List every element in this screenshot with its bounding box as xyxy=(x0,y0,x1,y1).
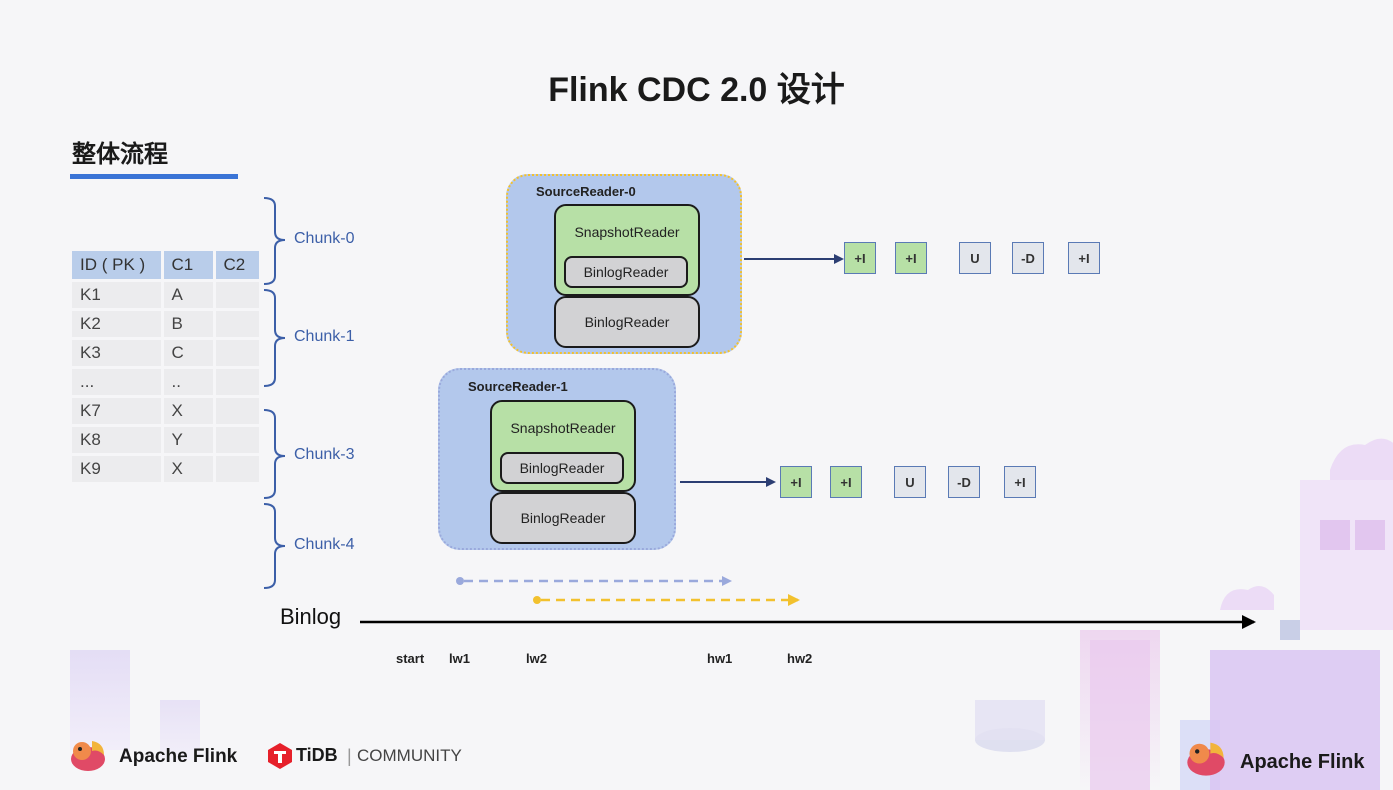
source-reader-title: SourceReader-1 xyxy=(468,379,568,394)
binlog-label: Binlog xyxy=(280,604,342,629)
reader-0-range-start xyxy=(533,596,541,604)
inner-binlog-reader-box: BinlogReader xyxy=(564,256,688,288)
snapshot-reader-label: SnapshotReader xyxy=(574,224,680,240)
event-insert: +I xyxy=(895,242,927,274)
table-cell xyxy=(214,425,262,456)
table-cell: C xyxy=(162,338,216,369)
footer-separator: | xyxy=(347,746,352,766)
footer-brand-left: Apache Flink xyxy=(119,746,238,767)
timeline-mark: lw2 xyxy=(526,651,547,666)
chunk-0-brace xyxy=(263,197,286,285)
event-delete: -D xyxy=(1012,242,1044,274)
table-cell: X xyxy=(162,454,216,485)
table-row: K9 X xyxy=(72,454,262,485)
footer-community: COMMUNITY xyxy=(357,746,462,765)
table-cell: B xyxy=(162,309,216,340)
chunk-braces xyxy=(263,197,286,589)
table-header-cell: ID ( PK ) xyxy=(72,251,164,282)
table-cell: .. xyxy=(162,367,216,398)
event-update: U xyxy=(959,242,991,274)
source-reader-0: SourceReader-0 SnapshotReader BinlogRead… xyxy=(506,174,742,354)
table-row: K1 A xyxy=(72,280,262,311)
timeline-mark: lw1 xyxy=(449,651,470,666)
table-cell: A xyxy=(162,280,216,311)
table-row: K8 Y xyxy=(72,425,262,456)
chunk-label: Chunk-1 xyxy=(294,328,355,345)
table-row: K7 X xyxy=(72,396,262,427)
table-header-row: ID ( PK ) C1 C2 xyxy=(72,251,262,282)
table-cell: K2 xyxy=(72,309,164,340)
table-header-cell: C1 xyxy=(162,251,216,282)
slide-title: Flink CDC 2.0 设计 xyxy=(548,71,845,109)
table-header-cell: C2 xyxy=(214,251,262,282)
chunk-label: Chunk-3 xyxy=(294,446,355,463)
binlog-reader-box: BinlogReader xyxy=(490,492,636,544)
footer-brand-right: Apache Flink xyxy=(1240,751,1365,773)
table-cell: X xyxy=(162,396,216,427)
event-insert: +I xyxy=(1004,466,1036,498)
table-cell: ... xyxy=(72,367,164,398)
table-row: K3 C xyxy=(72,338,262,369)
snapshot-reader-label: SnapshotReader xyxy=(510,420,616,436)
event-delete: -D xyxy=(948,466,980,498)
table-cell: K9 xyxy=(72,454,164,485)
table-cell: K8 xyxy=(72,425,164,456)
table-cell xyxy=(214,367,262,398)
chunk-1-brace xyxy=(263,289,286,387)
data-table: ID ( PK ) C1 C2 K1 A K2 B K3 C ... .. K7… xyxy=(72,251,262,485)
event-update: U xyxy=(894,466,926,498)
table-row: ... .. xyxy=(72,367,262,398)
tidb-logo-icon xyxy=(268,743,292,769)
flink-squirrel-icon xyxy=(71,741,105,771)
source-reader-title: SourceReader-0 xyxy=(536,184,636,199)
snapshot-reader-box: SnapshotReader BinlogReader xyxy=(490,400,636,492)
table-cell: K1 xyxy=(72,280,164,311)
section-title: 整体流程 xyxy=(72,141,168,168)
table-cell xyxy=(214,280,262,311)
table-cell: K3 xyxy=(72,338,164,369)
table-cell xyxy=(214,338,262,369)
flink-squirrel-icon xyxy=(1187,742,1225,776)
timeline-mark: start xyxy=(396,651,425,666)
footer-tidb: TiDB xyxy=(296,745,338,765)
event-insert: +I xyxy=(780,466,812,498)
chunk-3-brace xyxy=(263,409,286,499)
event-insert: +I xyxy=(830,466,862,498)
table-cell xyxy=(214,309,262,340)
inner-binlog-reader-box: BinlogReader xyxy=(500,452,624,484)
reader-1-range-start xyxy=(456,577,464,585)
table-cell xyxy=(214,396,262,427)
section-underline xyxy=(70,174,238,179)
snapshot-reader-box: SnapshotReader BinlogReader xyxy=(554,204,700,296)
table-cell: Y xyxy=(162,425,216,456)
table-cell: K7 xyxy=(72,396,164,427)
source-reader-1: SourceReader-1 SnapshotReader BinlogRead… xyxy=(438,368,676,550)
event-insert: +I xyxy=(844,242,876,274)
chunk-4-brace xyxy=(263,503,286,589)
chunk-label: Chunk-0 xyxy=(294,230,355,247)
timeline-mark: hw1 xyxy=(707,651,733,666)
binlog-reader-box: BinlogReader xyxy=(554,296,700,348)
chunk-label: Chunk-4 xyxy=(294,536,355,553)
timeline-mark: hw2 xyxy=(787,651,813,666)
event-insert: +I xyxy=(1068,242,1100,274)
table-cell xyxy=(214,454,262,485)
table-row: K2 B xyxy=(72,309,262,340)
